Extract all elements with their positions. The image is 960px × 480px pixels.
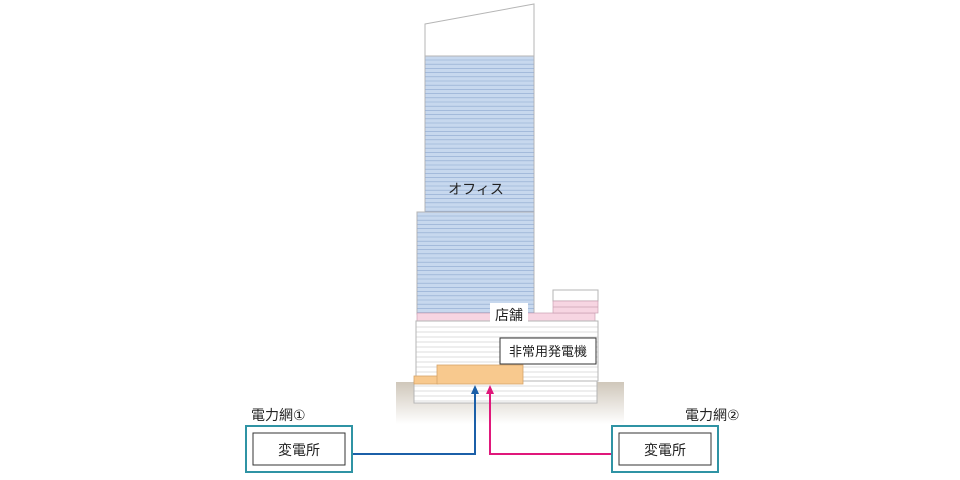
generator-room-small [413, 375, 439, 385]
substation-2-inner [618, 432, 712, 466]
substation-1-label: 変電所 [278, 442, 320, 459]
office-tower: オフィス [416, 3, 535, 315]
tower-roof [424, 3, 535, 57]
grid-1-label: 電力網① [251, 408, 306, 424]
substation-2-label: 変電所 [644, 442, 686, 459]
office-floors-lower [416, 211, 535, 315]
substation-1-inner [252, 432, 346, 466]
office-floor-lines [417, 59, 534, 313]
annex-building [552, 289, 599, 314]
power-line-2 [486, 385, 612, 455]
power-line-1 [352, 385, 479, 455]
generator-label-box [499, 337, 597, 365]
generator-room [413, 364, 524, 385]
annex-roof [552, 289, 599, 302]
generator-label: 非常用発電機 [509, 345, 587, 360]
grid-2-label: 電力網② [685, 408, 740, 424]
substation-2: 電力網② 変電所 [611, 408, 740, 473]
generator-room-main [436, 364, 524, 385]
power-line-2-arrow [486, 385, 494, 394]
substation-1: 電力網① 変電所 [245, 408, 353, 473]
office-label: オフィス [448, 182, 504, 198]
basement-floor-lines [414, 385, 597, 402]
power-line-1-arrow [471, 385, 479, 394]
shop-label: 店舗 [495, 308, 523, 324]
shop-label-bg [490, 303, 528, 323]
